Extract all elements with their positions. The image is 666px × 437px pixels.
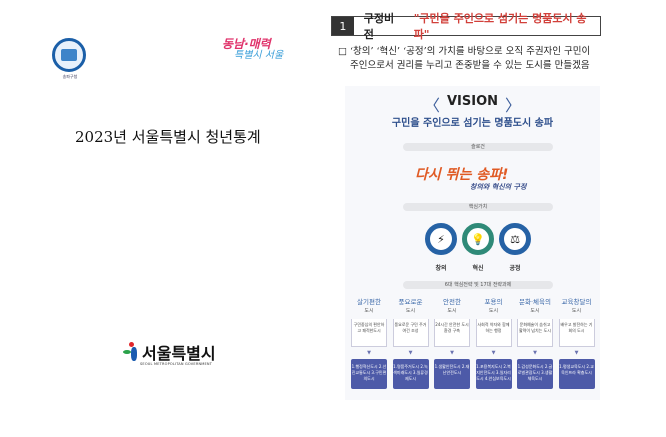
bullet-paragraph: □ ‘창의’ ‘혁신’ ‘공정’의 가치를 바탕으로 오직 주권자인 구민이 주… (338, 45, 590, 73)
strategy-column: 문화·체육의 도시 문화예술이 숨쉬고 활력이 넘치는 도시 ▼ 1.감성문화도… (517, 298, 553, 389)
slogan-sub: 창의와 혁신의 구정 (470, 183, 527, 191)
strategy-name: 안전한 (443, 298, 461, 306)
value-label: 공정 (509, 265, 521, 272)
arrow-down-icon: ▼ (574, 350, 579, 356)
vision-title: VISION (424, 92, 521, 116)
section-header: 1 구정비전 "구민을 주인으로 섬기는 명품도시 송파" (331, 12, 601, 41)
section-label: 구정비전 (363, 12, 395, 41)
arrow-down-icon: ▼ (491, 350, 496, 356)
section-quote: "구민을 주인으로 섬기는 명품도시 송파" (413, 12, 587, 41)
strategy-suffix: 도시 (488, 308, 499, 314)
strategy-tasks: 1.행정혁신도시 2.선진교통도시 3.구민편의도시 (351, 359, 387, 389)
document-title: 2023년 서울특별시 청년통계 (75, 128, 261, 146)
seoul-symbol-icon (123, 342, 139, 362)
strategy-tasks: 1.명품주거도시 2.녹색미래도시 3.일류경제도시 (392, 359, 429, 389)
strategy-column: 안전한 도시 24시간 안전한 도시환경 구축 ▼ 1.생활안전도시 2.재난안… (434, 298, 470, 389)
value-label: 창의 (435, 265, 447, 272)
strategy-suffix: 도시 (405, 308, 416, 314)
strategy-suffix: 도시 (571, 308, 582, 314)
vision-subtitle: 구민을 주인으로 섬기는 명품도시 송파 (391, 118, 554, 129)
strategy-description: 배우고 발전하는 기회의 도시 (558, 319, 595, 347)
seoul-logo-subtitle: SEOUL METROPOLITAN GOVERNMENT (140, 362, 213, 366)
seoul-logo: 서울특별시 (123, 340, 216, 364)
strategy-description: 사회적 약자와 함께하는 행정 (475, 319, 512, 347)
strategy-name: 교육창달의 (561, 298, 592, 306)
scales-icon: ⚖ (499, 223, 531, 255)
strategy-name: 풍요로운 (398, 298, 423, 306)
arrow-down-icon: ▼ (450, 350, 454, 356)
strategy-name: 문화·체육의 (519, 298, 551, 306)
slogan-logo-line2: 특별시 서울 (234, 50, 284, 61)
bullet-line-1: □ ‘창의’ ‘혁신’ ‘공정’의 가치를 바탕으로 오직 주권자인 구민이 (338, 46, 591, 57)
strategy-column: 포용의 도시 사회적 약자와 함께하는 행정 ▼ 1.포용복지도시 2.복지안전… (475, 298, 512, 389)
strategy-tasks: 1.포용복지도시 2.복지안전도시 3.일자리도시 4.안심보육도시 (475, 359, 512, 389)
slogan-logo-line1: 동남·매력 (222, 37, 271, 51)
strategy-column: 풍요로운 도시 풍요로운 구민 주거여건 조성 ▼ 1.명품주거도시 2.녹색미… (392, 298, 429, 389)
strategy-column: 살기편한 도시 구민중심의 편안하고 쾌적한도시 ▼ 1.행정혁신도시 2.선진… (351, 298, 387, 389)
section-number: 1 (332, 17, 354, 35)
strategy-name: 포용의 (484, 298, 503, 306)
strategy-tasks: 1.평생교육도시 2.교육인프라 확충도시 (558, 359, 595, 389)
strategy-description: 풍요로운 구민 주거여건 조성 (392, 319, 429, 347)
strategy-suffix: 도시 (530, 308, 540, 314)
strategy-description: 24시간 안전한 도시환경 구축 (434, 319, 470, 347)
value-label: 혁신 (472, 265, 484, 272)
bullet-line-2: 주인으로서 권리를 누리고 존중받을 수 있는 도시를 만들겠음 (350, 60, 590, 71)
strategy-column: 교육창달의 도시 배우고 발전하는 기회의 도시 ▼ 1.평생교육도시 2.교육… (558, 298, 595, 389)
strategy-label: 6대 핵심전략 및 17대 전략과제 (403, 281, 553, 289)
lightbulb-icon: 💡 (462, 223, 494, 255)
strategy-suffix: 도시 (364, 308, 374, 314)
strategy-tasks: 1.감성문화도시 2.글로벌관광도시 3.생활체육도시 (517, 359, 553, 389)
arrow-down-icon: ▼ (533, 350, 537, 356)
vision-diagram: VISION 구민을 주인으로 섬기는 명품도시 송파 슬로건 다시 뛰는 송파… (345, 86, 600, 400)
seoul-logo-name: 서울특별시 (142, 344, 216, 363)
values-label: 핵심가치 (403, 203, 553, 211)
songpa-seal-logo (52, 38, 86, 72)
slogan: 다시 뛰는 송파! (415, 167, 509, 183)
strategy-description: 문화예술이 숨쉬고 활력이 넘치는 도시 (517, 319, 553, 347)
strategy-tasks: 1.생활안전도시 2.재난안전도시 (434, 359, 470, 389)
strategy-suffix: 도시 (447, 308, 457, 314)
strategy-name: 살기편한 (357, 298, 381, 306)
strategy-description: 구민중심의 편안하고 쾌적한도시 (351, 319, 387, 347)
slogan-label: 슬로건 (403, 143, 553, 151)
seal-caption: 송파구청 (62, 74, 78, 79)
brain-icon: ⚡ (425, 223, 457, 255)
arrow-down-icon: ▼ (408, 350, 413, 356)
arrow-down-icon: ▼ (367, 350, 371, 356)
